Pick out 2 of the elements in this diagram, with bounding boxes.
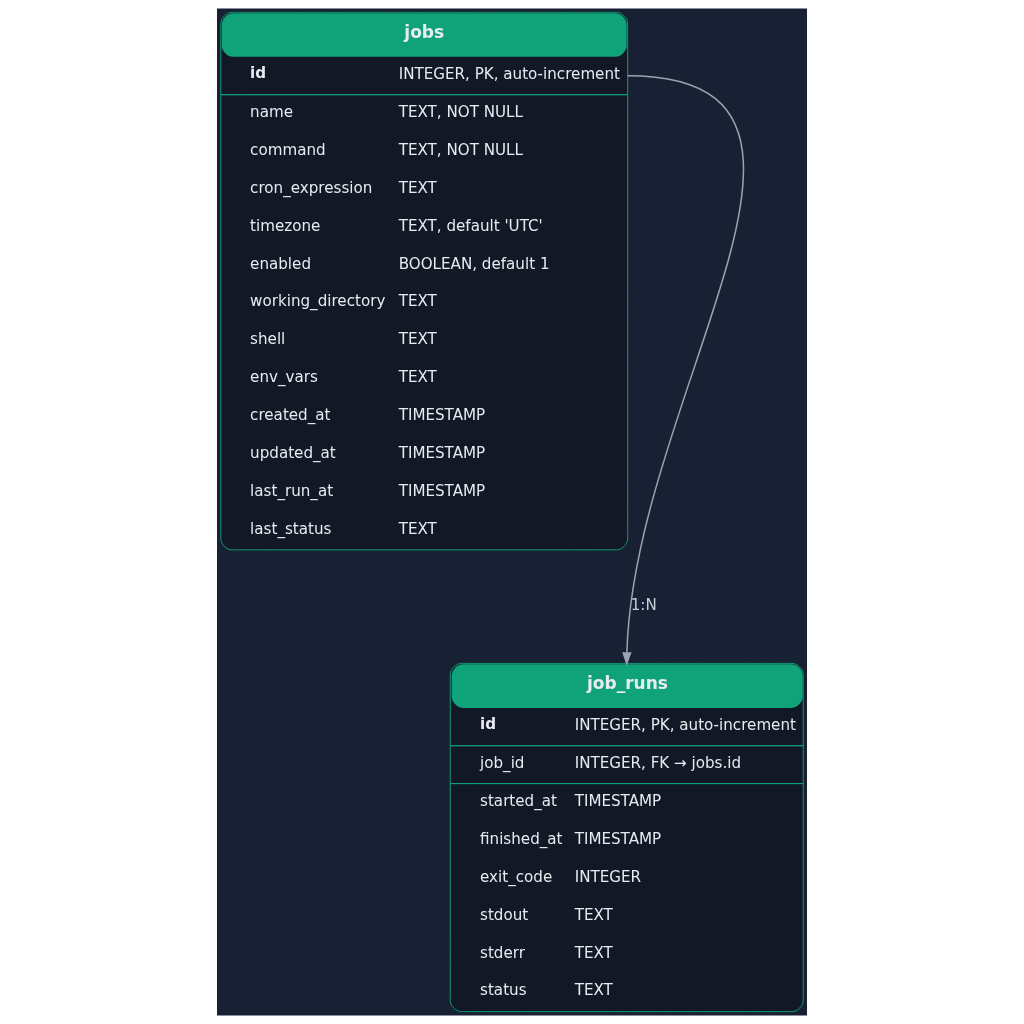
arrow	[622, 75, 745, 666]
edge-label: 1:N	[630, 596, 657, 615]
